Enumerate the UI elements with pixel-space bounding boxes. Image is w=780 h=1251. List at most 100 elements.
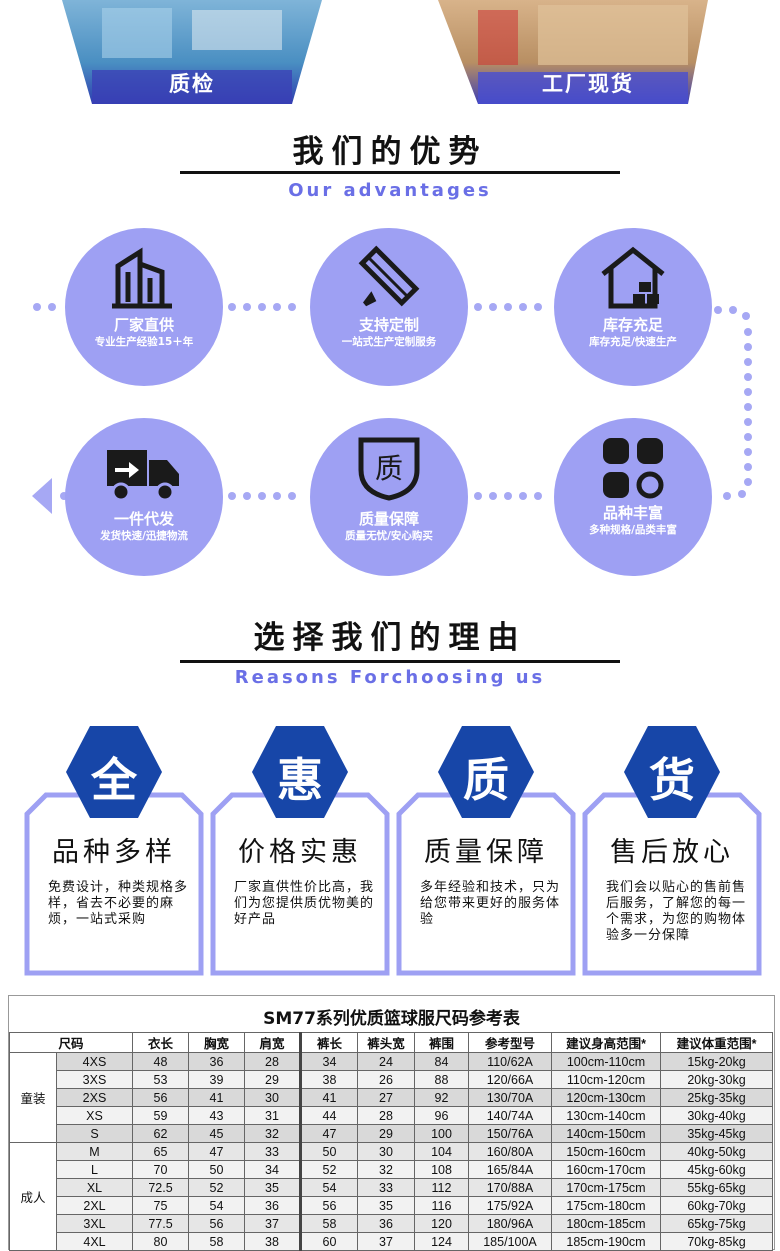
hexagon-badge bbox=[252, 726, 348, 818]
table-cell: 75 bbox=[132, 1196, 189, 1215]
table-cell: 185cm-190cm bbox=[551, 1232, 661, 1251]
table-cell: 2XS bbox=[56, 1088, 133, 1107]
reason-badge-char: 货 bbox=[649, 753, 695, 807]
table-cell: 34 bbox=[244, 1160, 301, 1179]
advantages-divider bbox=[180, 171, 620, 174]
reason-desc: 厂家直供性价比高，我们为您提供质优物美的好产品 bbox=[234, 880, 375, 927]
header-cell: 肩宽 bbox=[244, 1032, 301, 1053]
reason-title: 品种多样 bbox=[52, 837, 176, 868]
table-cell: 120 bbox=[414, 1214, 469, 1233]
table-cell: 150/76A bbox=[468, 1124, 552, 1143]
table-cell: 124 bbox=[414, 1232, 469, 1251]
table-cell: 15kg-20kg bbox=[660, 1052, 773, 1071]
table-cell: 80 bbox=[132, 1232, 189, 1251]
table-cell: 120/66A bbox=[468, 1070, 552, 1089]
table-cell: 29 bbox=[244, 1070, 301, 1089]
reason-card-variety: 全 品种多样 免费设计，种类规格多样，省去不必要的麻烦，一站式采购 bbox=[24, 726, 204, 976]
header-cell: 尺码 bbox=[9, 1032, 133, 1053]
table-cell: 56 bbox=[299, 1196, 358, 1215]
advantage-variety: 品种丰富 多种规格/品类丰富 bbox=[554, 418, 712, 576]
advantage-quality: 质 质量保障 质量无忧/安心购买 bbox=[310, 418, 468, 576]
table-cell: 36 bbox=[244, 1196, 301, 1215]
table-cell: 96 bbox=[414, 1106, 469, 1125]
table-cell: 110cm-120cm bbox=[551, 1070, 661, 1089]
table-cell: 41 bbox=[299, 1088, 358, 1107]
table-cell: 33 bbox=[357, 1178, 415, 1197]
header-cell: 建议体重范围* bbox=[660, 1032, 773, 1053]
advantage-desc: 发货快速/迅捷物流 bbox=[100, 530, 188, 542]
advantages-title: 我们的优势 bbox=[292, 134, 488, 170]
table-cell: 56 bbox=[188, 1214, 245, 1233]
table-cell: 180/96A bbox=[468, 1214, 552, 1233]
table-cell: 160/80A bbox=[468, 1142, 552, 1161]
header-cell: 胸宽 bbox=[188, 1032, 245, 1053]
table-cell: 52 bbox=[188, 1178, 245, 1197]
table-cell: 140cm-150cm bbox=[551, 1124, 661, 1143]
table-cell: 150cm-160cm bbox=[551, 1142, 661, 1161]
reason-badge-char: 全 bbox=[91, 753, 137, 807]
quality-inspection-label: 质检 bbox=[169, 72, 215, 96]
table-cell: 160cm-170cm bbox=[551, 1160, 661, 1179]
header-cell: 衣长 bbox=[132, 1032, 189, 1053]
table-cell: 59 bbox=[132, 1106, 189, 1125]
reason-title: 售后放心 bbox=[610, 837, 734, 868]
table-cell: 130/70A bbox=[468, 1088, 552, 1107]
advantage-title: 品种丰富 bbox=[602, 504, 663, 522]
size-table-panel: SM77系列优质篮球服尺码参考表 尺码 衣长 胸宽 肩宽 裤长 裤头宽 裤围 参… bbox=[8, 995, 775, 1251]
dotted-connector bbox=[32, 303, 752, 514]
table-cell: 100 bbox=[414, 1124, 469, 1143]
table-cell: 65kg-75kg bbox=[660, 1214, 773, 1233]
reason-card-aftersales: 货 售后放心 我们会以贴心的售前售后服务，了解您的每一个需求，为您的购物体验多一… bbox=[582, 726, 762, 976]
ruler-pencil-icon bbox=[358, 245, 420, 307]
header-cell: 参考型号 bbox=[468, 1032, 552, 1053]
table-cell: M bbox=[56, 1142, 133, 1161]
table-cell: 24 bbox=[357, 1052, 415, 1071]
advantage-desc: 多种规格/品类丰富 bbox=[589, 524, 677, 536]
advantage-title: 厂家直供 bbox=[113, 316, 174, 334]
advantage-title: 库存充足 bbox=[602, 316, 663, 334]
table-cell: 58 bbox=[188, 1232, 245, 1251]
size-table-header-row: 尺码 衣长 胸宽 肩宽 裤长 裤头宽 裤围 参考型号 建议身高范围* 建议体重范… bbox=[9, 1032, 773, 1053]
header-cell: 裤长 bbox=[299, 1032, 358, 1053]
table-cell: 48 bbox=[132, 1052, 189, 1071]
table-cell: 41 bbox=[188, 1088, 245, 1107]
table-cell: 35kg-45kg bbox=[660, 1124, 773, 1143]
table-cell: 100cm-110cm bbox=[551, 1052, 661, 1071]
reason-card-quality: 质 质量保障 多年经验和技术，只为给您带来更好的服务体验 bbox=[396, 726, 576, 976]
table-cell: 20kg-30kg bbox=[660, 1070, 773, 1089]
table-cell: 32 bbox=[244, 1124, 301, 1143]
table-cell: 3XS bbox=[56, 1070, 133, 1089]
advantage-title: 一件代发 bbox=[113, 510, 174, 528]
table-cell: 50 bbox=[188, 1160, 245, 1179]
table-cell: 175cm-180cm bbox=[551, 1196, 661, 1215]
table-cell: 50 bbox=[299, 1142, 358, 1161]
table-cell: 27 bbox=[357, 1088, 415, 1107]
reasons-subtitle: Reasons Forchoosing us bbox=[234, 667, 546, 688]
table-cell: 185/100A bbox=[468, 1232, 552, 1251]
table-cell: 31 bbox=[244, 1106, 301, 1125]
table-cell: S bbox=[56, 1124, 133, 1143]
table-cell: 165/84A bbox=[468, 1160, 552, 1179]
advantage-title: 支持定制 bbox=[358, 316, 419, 334]
table-cell: 88 bbox=[414, 1070, 469, 1089]
table-cell: 45kg-60kg bbox=[660, 1160, 773, 1179]
table-cell: 130cm-140cm bbox=[551, 1106, 661, 1125]
table-cell: 55kg-65kg bbox=[660, 1178, 773, 1197]
table-cell: 56 bbox=[132, 1088, 189, 1107]
table-cell: 29 bbox=[357, 1124, 415, 1143]
advantage-stock: 库存充足 库存充足/快速生产 bbox=[554, 228, 712, 386]
table-cell: 43 bbox=[188, 1106, 245, 1125]
table-cell: 39 bbox=[188, 1070, 245, 1089]
table-cell: XS bbox=[56, 1106, 133, 1125]
advantage-customization: 支持定制 一站式生产定制服务 bbox=[310, 228, 468, 386]
table-cell: 40kg-50kg bbox=[660, 1142, 773, 1161]
table-cell: 47 bbox=[188, 1142, 245, 1161]
